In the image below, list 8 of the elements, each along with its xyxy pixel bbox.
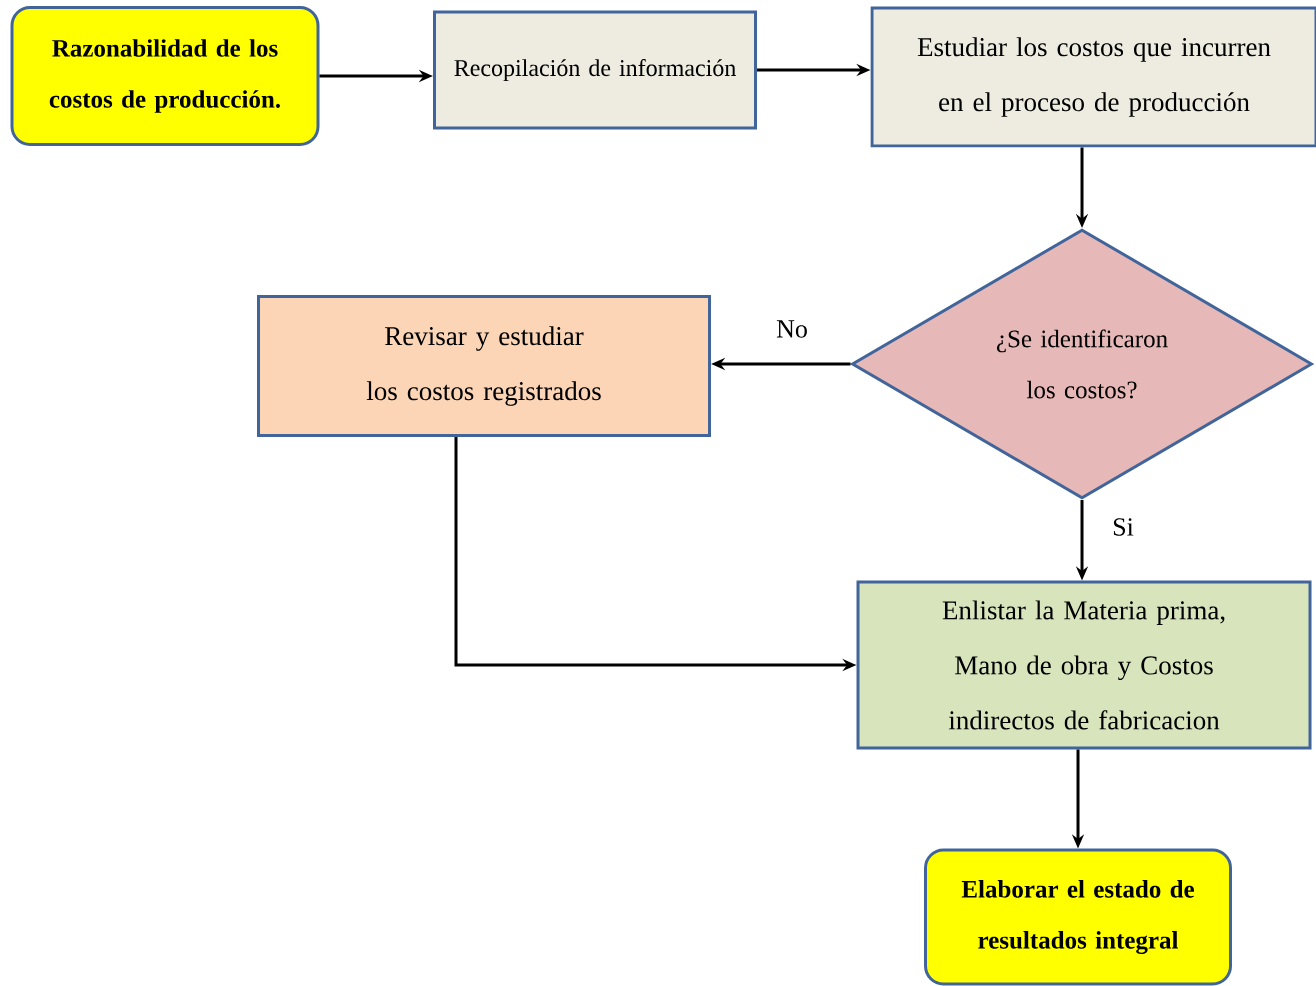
start-box: Razonabilidad de los costos de producción. — [10, 6, 320, 146]
process-box: Revisar y estudiar los costos registrados — [257, 295, 711, 437]
process-box: Enlistar la Materia prima, Mano de obra y Costos indirectos de fabricacion — [856, 580, 1312, 750]
process-box: Estudiar los costos que incurren en el proceso de producción — [870, 6, 1316, 148]
process-box: Recopilación de información — [433, 10, 757, 130]
edge-label: No — [774, 318, 810, 340]
edge-label: Si — [1110, 516, 1136, 538]
end-box: Elaborar el estado de resultados integral — [924, 848, 1232, 986]
